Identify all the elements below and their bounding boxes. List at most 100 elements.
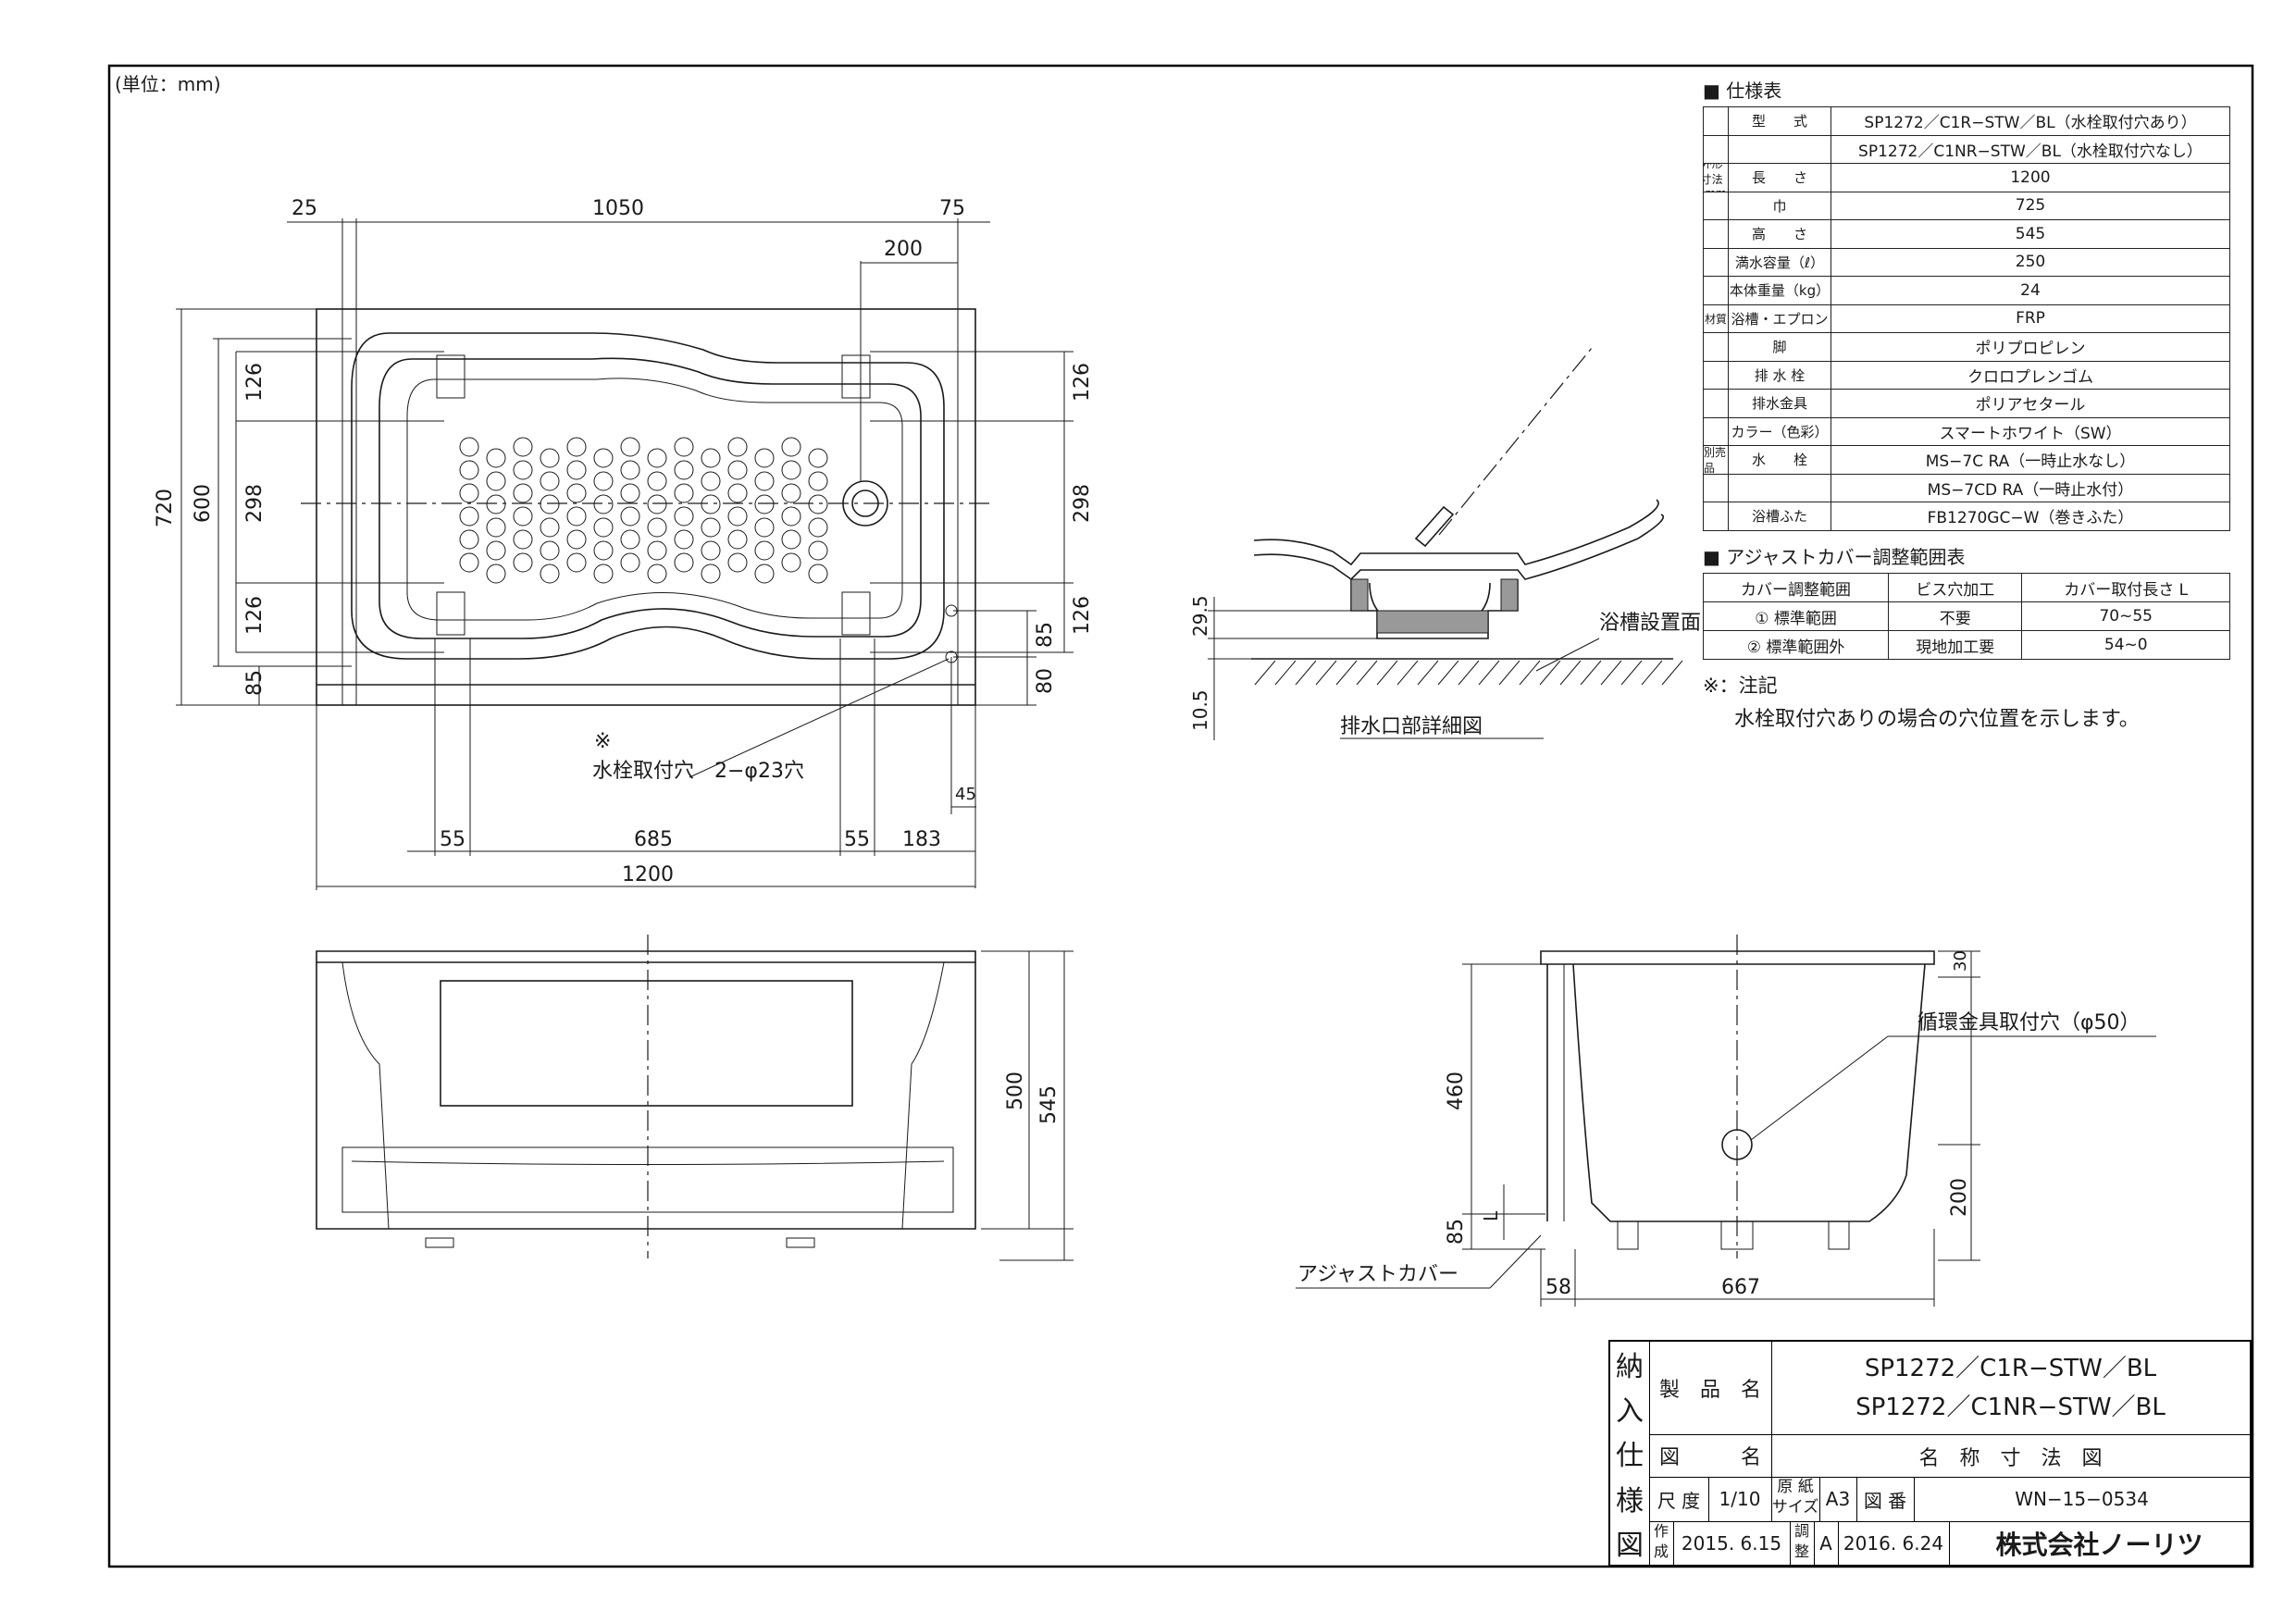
adj-label-1: 調 (1793, 1522, 1809, 1540)
hatch-line (1356, 660, 1378, 686)
company-logo: 株式会社ノーリツ (1995, 1529, 2203, 1560)
spec-label: 満水容量（ℓ） (1729, 248, 1831, 276)
hatch-line (1641, 660, 1663, 686)
dim-200: 200 (1948, 1178, 1971, 1217)
adjust-cell: ② 標準範囲外 (1702, 630, 1890, 660)
anti-slip-dot (593, 564, 614, 584)
front-apron-recess (440, 980, 853, 1107)
hatch-line (1376, 660, 1398, 686)
adjust-header-row: カバー調整範囲ビス穴加工カバー取付長さ L (1702, 573, 2230, 602)
anti-slip-dot (727, 529, 748, 550)
hatch-line (1559, 660, 1582, 686)
anti-slip-dot (593, 494, 614, 514)
anti-slip-dot (701, 448, 721, 468)
anti-slip-dot (593, 517, 614, 538)
spec-group (1704, 248, 1729, 276)
anti-slip-dot (513, 460, 533, 480)
anti-slip-dot (540, 448, 560, 468)
anti-slip-dot (540, 494, 560, 514)
dim-top-200: 200 (884, 238, 923, 261)
spec-group (1704, 474, 1729, 502)
spec-value: 1200 (2010, 167, 2051, 187)
title-vertical-char: 納 (1616, 1351, 1644, 1384)
anti-slip-dot (701, 564, 721, 584)
dim-10-5: 10.5 (1189, 689, 1211, 731)
spec-group: 外形寸法(mm) (1704, 164, 1729, 192)
hatch-line (1315, 660, 1337, 686)
hatch-line (1274, 660, 1297, 686)
spec-group (1704, 220, 1729, 248)
adjust-header-cell: ビス穴加工 (1888, 573, 2023, 602)
anti-slip-dot (781, 483, 801, 503)
spec-value: クロロプレンゴム (1967, 367, 2093, 387)
anti-slip-dot (620, 437, 640, 457)
anti-slip-dot (647, 471, 667, 491)
faucet-hole-label: 水栓取付穴 2−φ23穴 (592, 760, 804, 783)
anti-slip-dot (566, 506, 587, 527)
hatch-line (1254, 660, 1276, 686)
spec-label: カラー（色彩） (1729, 417, 1831, 445)
spec-label: 本体重量（kg） (1729, 277, 1831, 304)
note-title: ※：注記 (1703, 675, 1778, 697)
product-name-1: SP1272／C1R−STW／BL (1864, 1355, 2157, 1382)
plan-outline (316, 308, 976, 706)
anti-slip-dot (647, 517, 667, 538)
sheet-frame (107, 64, 2254, 1568)
anti-slip-dot (486, 448, 506, 468)
spec-group (1704, 192, 1729, 219)
anti-slip-dot (459, 552, 479, 573)
plan-view: 25 1050 75 200 720 600 126 298 126 85 12… (154, 197, 1094, 890)
anti-slip-dot (540, 471, 560, 491)
anti-slip-dot (754, 517, 775, 538)
anti-slip-dot (781, 506, 801, 527)
drain-detail-caption: 排水口部詳細図 (1340, 715, 1483, 738)
drawing-name: 名 称 寸 法 図 (1918, 1447, 2103, 1470)
adjust-cover-label: アジャストカバー (1297, 1263, 1458, 1286)
made-label-1: 作 (1653, 1522, 1669, 1540)
floor-hatch (1254, 660, 1683, 686)
title-vertical-char: 様 (1616, 1484, 1644, 1518)
scale-label: 尺 度 (1649, 1477, 1709, 1521)
adjust-cell: ① 標準範囲 (1702, 601, 1890, 631)
anti-slip-dot (513, 437, 533, 457)
surface-label: 浴槽設置面 (1599, 612, 1701, 635)
anti-slip-dot (647, 564, 667, 584)
spec-group (1704, 417, 1729, 445)
dim-58: 58 (1545, 1276, 1571, 1299)
anti-slip-dot (674, 552, 694, 573)
title-vertical-char: 図 (1616, 1529, 1644, 1562)
leg-mark (841, 591, 871, 636)
anti-slip-dot (620, 552, 640, 573)
dim-298-right: 298 (1071, 484, 1094, 523)
hatch-line (1478, 660, 1500, 686)
anti-slip-dot (808, 564, 828, 584)
drawing-label: 図 名 (1649, 1434, 1772, 1477)
title-vertical-char: 入 (1616, 1395, 1644, 1429)
adj-date: 2016. 6.24 (1838, 1521, 1950, 1565)
anti-slip-dot (647, 448, 667, 468)
spec-group (1704, 333, 1729, 361)
hatch-line (1661, 660, 1683, 686)
anti-slip-dot (701, 494, 721, 514)
unit-note: (単位：mm) (115, 73, 221, 95)
paper-label-1: 原 紙 (1777, 1478, 1814, 1496)
dim-126-left-bottom: 126 (243, 596, 267, 635)
anti-slip-dot (459, 529, 479, 550)
spec-value: FB1270GC−W（巻きふた） (1927, 509, 2134, 528)
anti-slip-dot (727, 460, 748, 480)
hatch-line (1396, 660, 1419, 686)
spec-value: スマートホワイト（SW） (1939, 424, 2122, 443)
anti-slip-dot (727, 506, 748, 527)
front-view: 500 545 (316, 935, 1074, 1261)
adjust-cell: 現地加工要 (1888, 630, 2023, 660)
made-label-2: 成 (1653, 1542, 1669, 1560)
anti-slip-dot (513, 529, 533, 550)
anti-slip-dot (486, 540, 506, 561)
anti-slip-dots (459, 437, 828, 584)
adjust-cell: 54~0 (2021, 630, 2230, 660)
dim-720: 720 (154, 489, 177, 527)
